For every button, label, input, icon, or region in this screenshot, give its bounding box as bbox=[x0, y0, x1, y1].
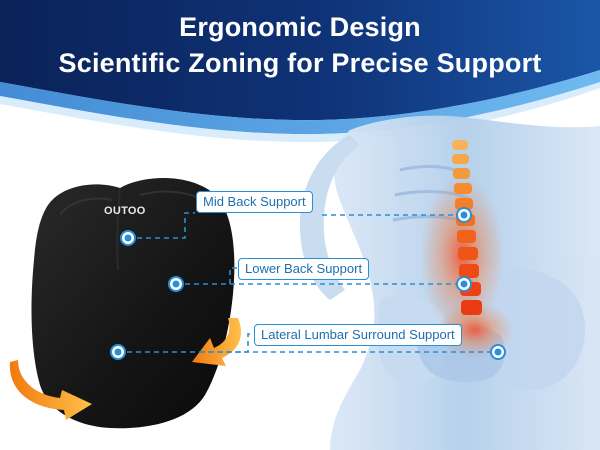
marker-dot-icon bbox=[110, 207, 506, 360]
brand-logo: OUTOO bbox=[104, 205, 146, 217]
headline-line-1: Ergonomic Design bbox=[179, 12, 421, 42]
callout-mid-back-support: Mid Back Support bbox=[196, 191, 313, 213]
headline-line-2: Scientific Zoning for Precise Support bbox=[58, 48, 542, 78]
spine bbox=[452, 140, 482, 315]
callout-lateral-lumbar-surround-support: Lateral Lumbar Surround Support bbox=[254, 324, 462, 346]
headline: Ergonomic Design Scientific Zoning for P… bbox=[0, 10, 600, 80]
leader-lines bbox=[118, 212, 496, 353]
callout-lower-back-support: Lower Back Support bbox=[238, 258, 370, 280]
rotate-arrow-right-icon bbox=[192, 318, 242, 366]
rotate-arrow-left-icon bbox=[9, 360, 92, 420]
